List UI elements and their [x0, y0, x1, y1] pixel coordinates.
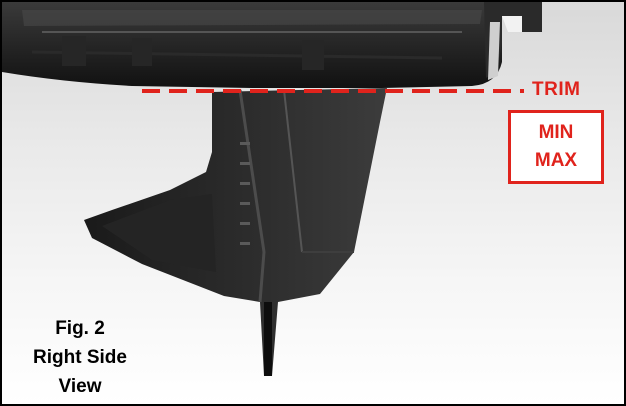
- caption-line-3: View: [58, 376, 102, 397]
- figure-caption: Fig. 2 Right Side View: [16, 314, 144, 401]
- housing: [2, 2, 502, 88]
- trim-label: TRIM: [532, 79, 581, 100]
- max-label: MAX: [534, 150, 578, 171]
- fin-part: [84, 88, 387, 376]
- clip-bracket: [484, 2, 542, 80]
- fin-ribs: [240, 142, 250, 245]
- min-label: MIN: [538, 122, 574, 143]
- caption-line-1: Fig. 2: [55, 318, 105, 339]
- caption-line-2: Right Side: [33, 347, 127, 368]
- min-max-box: MIN MAX: [508, 110, 604, 184]
